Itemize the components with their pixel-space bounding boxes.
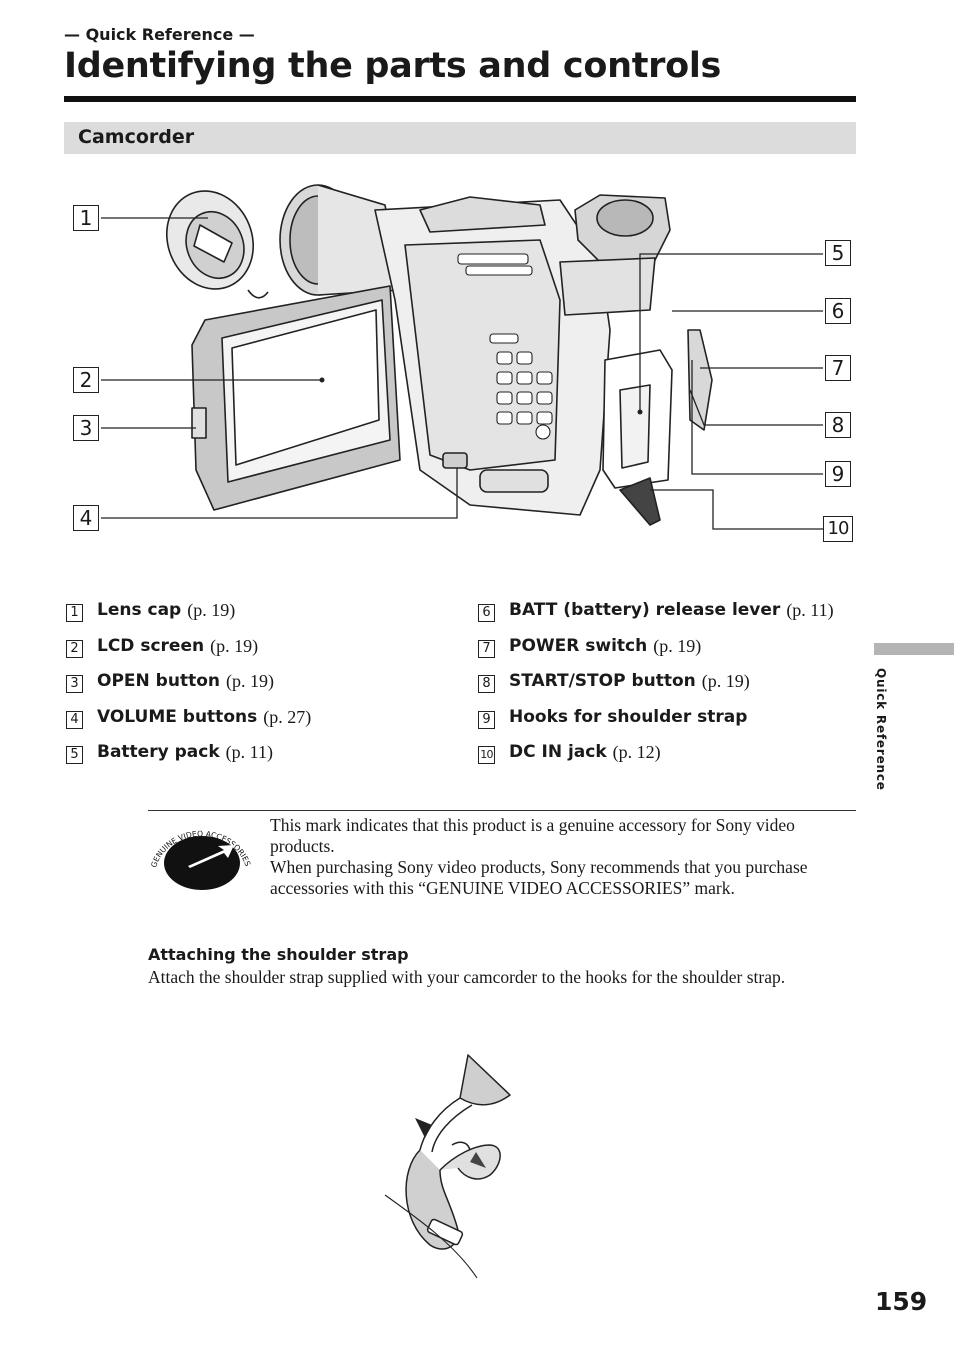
- callout-2: 2: [73, 367, 99, 393]
- part-name: START/STOP button: [509, 671, 696, 691]
- notice-line: This mark indicates that this product is…: [270, 815, 795, 856]
- page-reference: (p. 19): [210, 635, 259, 656]
- title-rule: [64, 96, 856, 102]
- callout-8: 8: [825, 412, 851, 438]
- list-item: 5 Battery pack(p. 11): [66, 742, 311, 778]
- part-name: DC IN jack: [509, 742, 607, 762]
- section-kicker: — Quick Reference —: [64, 25, 255, 44]
- item-number: 7: [478, 639, 495, 658]
- parts-list-right: 6 BATT (battery) release lever(p. 11) 7 PO…: [478, 600, 834, 778]
- strap-body: Attach the shoulder strap supplied with …: [148, 967, 786, 987]
- item-number: 9: [478, 710, 495, 729]
- list-item: 9 Hooks for shoulder strap: [478, 707, 834, 743]
- page-reference: (p. 27): [263, 706, 312, 727]
- list-item: 10 DC IN jack(p. 12): [478, 742, 834, 778]
- shoulder-strap-illustration: [384, 1054, 511, 1279]
- item-number: 10: [478, 746, 495, 764]
- list-item: 7 POWER switch(p. 19): [478, 636, 834, 672]
- side-tab-label: Quick Reference: [874, 668, 888, 791]
- genuine-accessories-logo: GENUINE VIDEO ACCESSORIES: [149, 829, 252, 890]
- part-name: OPEN button: [97, 671, 220, 691]
- camcorder-illustration: [101, 184, 823, 530]
- page-reference: (p. 11): [225, 742, 273, 762]
- callout-4: 4: [73, 505, 99, 531]
- callout-1: 1: [73, 205, 99, 231]
- part-name: BATT (battery) release lever: [509, 600, 781, 620]
- callout-10: 10: [823, 516, 853, 542]
- list-item: 6 BATT (battery) release lever(p. 11): [478, 600, 834, 636]
- notice-text: This mark indicates that this product is…: [270, 815, 850, 899]
- item-number: 1: [66, 604, 83, 622]
- strap-heading: Attaching the shoulder strap: [148, 945, 409, 964]
- item-number: 6: [478, 604, 495, 622]
- page-reference: (p. 19): [701, 671, 750, 691]
- section-heading: Camcorder: [78, 126, 195, 148]
- part-name: POWER switch: [509, 635, 648, 656]
- callout-5: 5: [825, 240, 851, 266]
- part-name: Hooks for shoulder strap: [509, 706, 748, 727]
- notice-divider: [148, 810, 856, 812]
- list-item: 4 VOLUME buttons(p. 27): [66, 707, 311, 743]
- part-name: LCD screen: [97, 635, 205, 656]
- item-number: 3: [66, 675, 83, 693]
- part-name: Lens cap: [97, 600, 182, 620]
- side-tab-bar: [874, 643, 954, 655]
- list-item: 2 LCD screen(p. 19): [66, 636, 311, 672]
- page-reference: (p. 19): [187, 600, 236, 620]
- section-band: Camcorder: [64, 122, 856, 154]
- page-reference: (p. 12): [612, 742, 661, 762]
- page-reference: (p. 19): [225, 671, 274, 691]
- part-name: Battery pack: [97, 742, 220, 762]
- list-item: 8 START/STOP button(p. 19): [478, 671, 834, 707]
- page-reference: (p. 19): [653, 635, 702, 656]
- callout-7: 7: [825, 355, 851, 381]
- page-number: 159: [875, 1287, 928, 1316]
- callout-6: 6: [825, 298, 851, 324]
- item-number: 2: [66, 639, 83, 658]
- list-item: 3 OPEN button(p. 19): [66, 671, 311, 707]
- item-number: 5: [66, 746, 83, 764]
- page-reference: (p. 11): [786, 600, 834, 620]
- list-item: 1 Lens cap(p. 19): [66, 600, 311, 636]
- page-title: Identifying the parts and controls: [64, 46, 722, 86]
- part-name: VOLUME buttons: [97, 706, 258, 727]
- callout-3: 3: [73, 415, 99, 441]
- item-number: 4: [66, 710, 83, 729]
- callout-9: 9: [825, 461, 851, 487]
- item-number: 8: [478, 675, 495, 693]
- notice-line: When purchasing Sony video products, Son…: [270, 857, 808, 898]
